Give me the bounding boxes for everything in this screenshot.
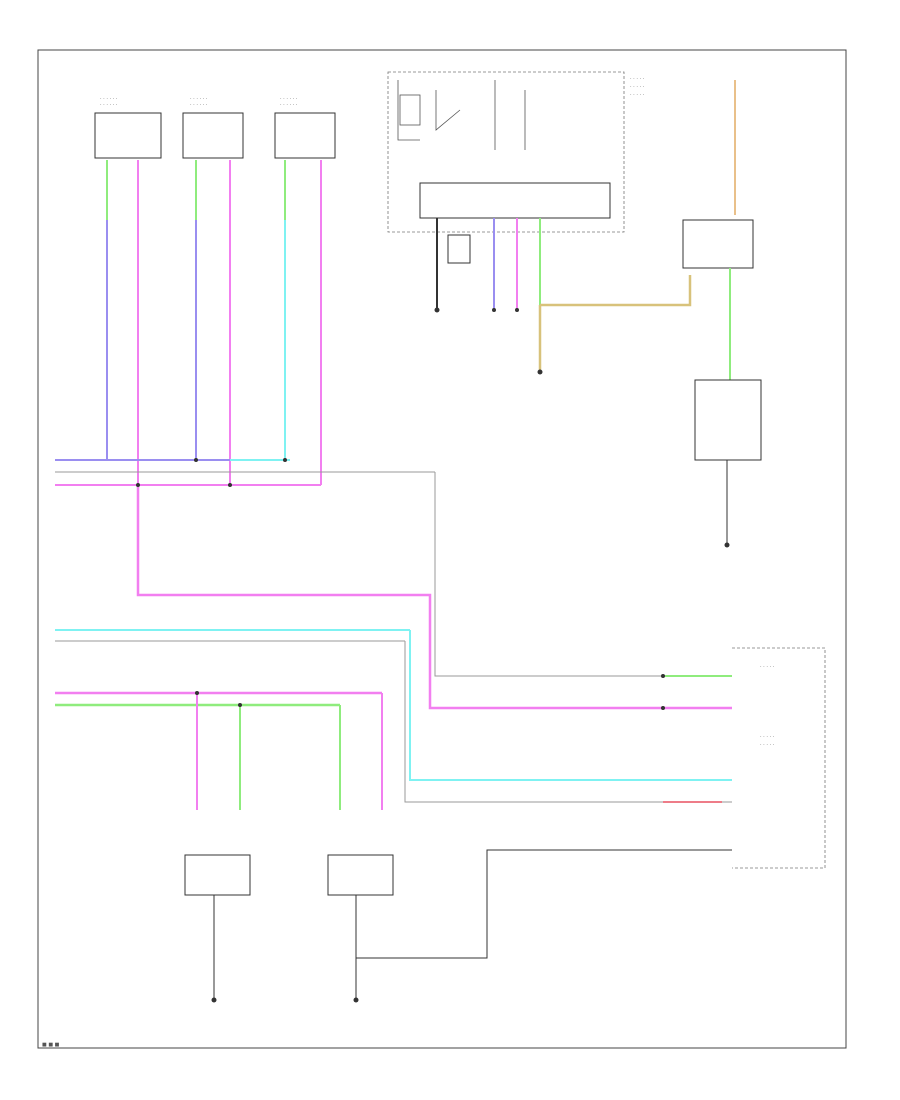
svg-text:· · · · · ·: · · · · · · [100,96,118,102]
door-lock-actuator-lr: · · · · · · · · · · · · [182,96,244,159]
svg-text:· · · · · ·: · · · · · · [280,96,298,102]
svg-text:· · · · ·: · · · · · [760,742,775,748]
door-lock-switch-assembly: · · · · · · · · · · · · · · · [732,647,826,869]
lock-switch-right [327,849,732,1003]
svg-text:· · · · ·: · · · · · [630,92,645,98]
relay-and-fuse [682,80,762,548]
door-lock-actuator-rf: · · · · · · · · · · · · [274,96,336,159]
svg-text:· · · · ·: · · · · · [630,76,645,82]
lock-bus-wires [55,458,732,710]
module-output-wires [434,218,692,375]
svg-text:· · · · · ·: · · · · · · [190,102,208,108]
svg-text:· · · · · ·: · · · · · · [100,102,118,108]
lock-switch-left [184,854,251,1003]
svg-text:· · · · ·: · · · · · [760,664,775,670]
control-module: · · · · · · · · · · · · · · · [387,71,645,233]
door-lock-actuator-rr: · · · · · · · · · · · · [94,96,162,159]
svg-text:· · · · ·: · · · · · [760,734,775,740]
page-marker: ■ ■ ■ [42,1042,60,1048]
svg-text:· · · · ·: · · · · · [630,84,645,90]
diagram-frame [37,49,847,1049]
svg-text:· · · · · ·: · · · · · · [190,96,208,102]
svg-text:· · · · · ·: · · · · · · [280,102,298,108]
switch-bus-wires [55,629,732,810]
